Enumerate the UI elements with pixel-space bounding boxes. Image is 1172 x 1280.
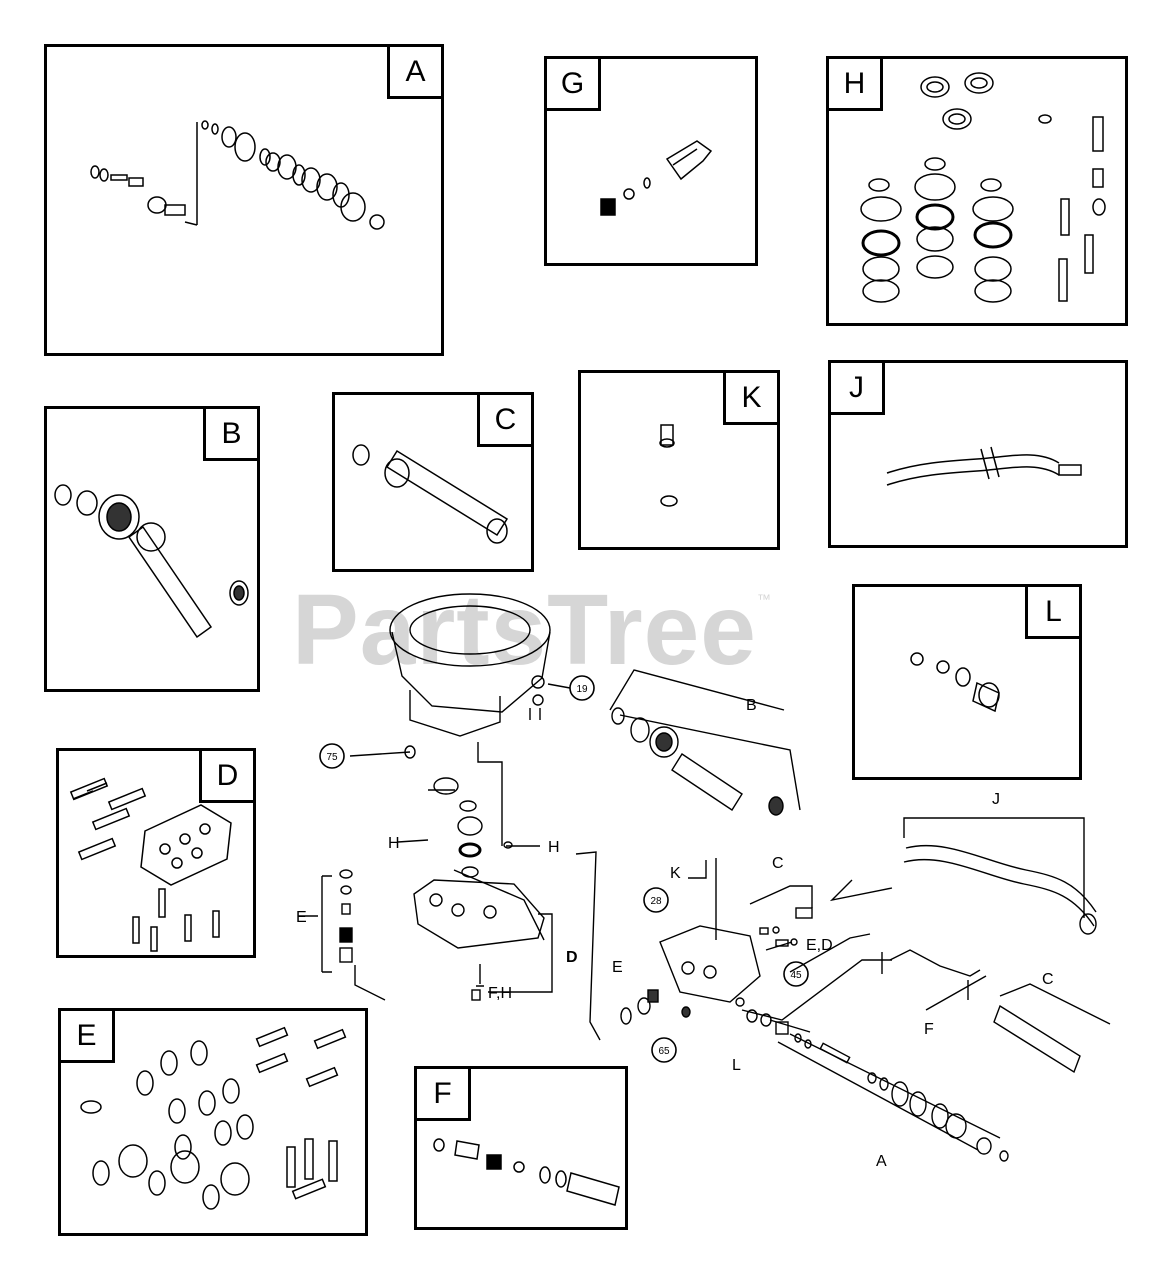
panel-b[interactable]: B <box>44 406 260 692</box>
panel-label-a: A <box>387 47 441 99</box>
callout-e-left: E <box>296 909 307 926</box>
callout-19: 19 <box>569 675 595 701</box>
panel-d[interactable]: D <box>56 748 256 958</box>
svg-text:75: 75 <box>326 752 338 763</box>
panel-e-parts <box>80 1026 347 1210</box>
callout-ed: E,D <box>806 937 833 954</box>
callout-f: F <box>924 1021 934 1038</box>
svg-text:65: 65 <box>658 1046 670 1057</box>
callout-a: A <box>876 1153 887 1170</box>
callout-65: 65 <box>651 1037 677 1063</box>
callout-d: D <box>566 949 578 966</box>
panel-label-f: F <box>417 1069 471 1121</box>
panel-b-parts <box>54 484 249 639</box>
panel-label-e: E <box>61 1011 115 1063</box>
watermark: PartsTree™ <box>292 574 772 686</box>
panel-c-parts <box>352 444 509 544</box>
panel-a[interactable]: A <box>44 44 444 356</box>
callout-l: L <box>732 1057 741 1074</box>
panel-e[interactable]: E <box>58 1008 368 1236</box>
panel-f-parts <box>433 1138 620 1206</box>
callout-h-left: H <box>388 835 400 852</box>
callout-c-top: C <box>772 855 784 872</box>
panel-d-parts <box>69 777 232 952</box>
panel-g-parts <box>600 140 713 216</box>
panel-g[interactable]: G <box>544 56 758 266</box>
callout-45: 45 <box>783 961 809 987</box>
panel-label-c: C <box>477 395 531 447</box>
panel-j-parts <box>886 446 1082 486</box>
callout-b: B <box>746 697 757 714</box>
panel-a-parts <box>90 120 385 230</box>
callout-28: 28 <box>643 887 669 913</box>
callout-75: 75 <box>319 743 345 769</box>
callout-k: K <box>670 865 681 882</box>
callout-c-right: C <box>1042 971 1054 988</box>
svg-text:45: 45 <box>790 970 802 981</box>
panel-label-j: J <box>831 363 885 415</box>
panel-k[interactable]: K <box>578 370 780 550</box>
panel-f[interactable]: F <box>414 1066 628 1230</box>
panel-h-parts <box>860 72 1106 303</box>
panel-label-d: D <box>199 751 253 803</box>
panel-j[interactable]: J <box>828 360 1128 548</box>
panel-h[interactable]: H <box>826 56 1128 326</box>
callout-e-right: E <box>612 959 623 976</box>
callout-fh: F,H <box>488 985 512 1002</box>
panel-label-g: G <box>547 59 601 111</box>
panel-l-parts <box>910 652 1000 713</box>
callout-h-right: H <box>548 839 560 856</box>
panel-label-k: K <box>723 373 777 425</box>
svg-text:19: 19 <box>576 684 588 695</box>
panel-label-l: L <box>1025 587 1079 639</box>
svg-text:28: 28 <box>650 896 662 907</box>
panel-c[interactable]: C <box>332 392 534 572</box>
panel-k-parts <box>659 424 678 507</box>
panel-l[interactable]: L <box>852 584 1082 780</box>
panel-label-b: B <box>203 409 257 461</box>
callout-j: J <box>992 791 1000 808</box>
panel-label-h: H <box>829 59 883 111</box>
